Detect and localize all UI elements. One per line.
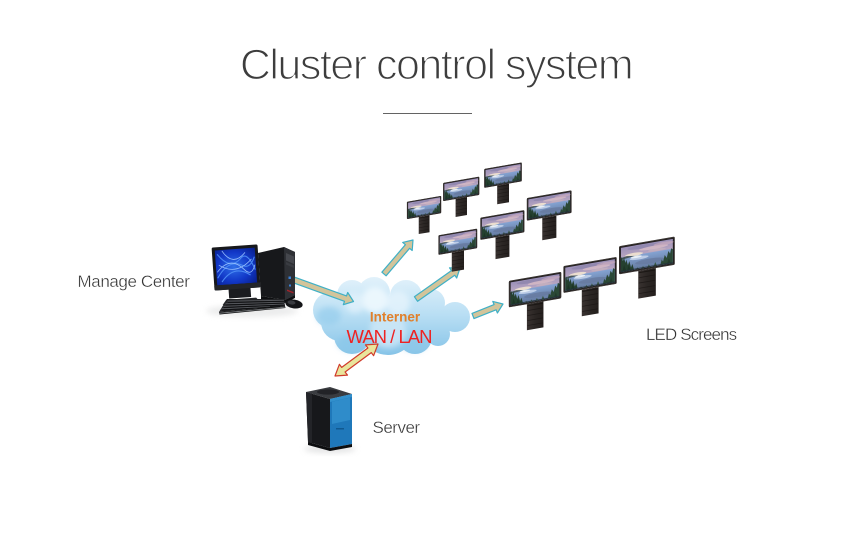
svg-text:Interner: Interner: [370, 310, 421, 325]
svg-text:WAN / LAN: WAN / LAN: [347, 326, 432, 347]
